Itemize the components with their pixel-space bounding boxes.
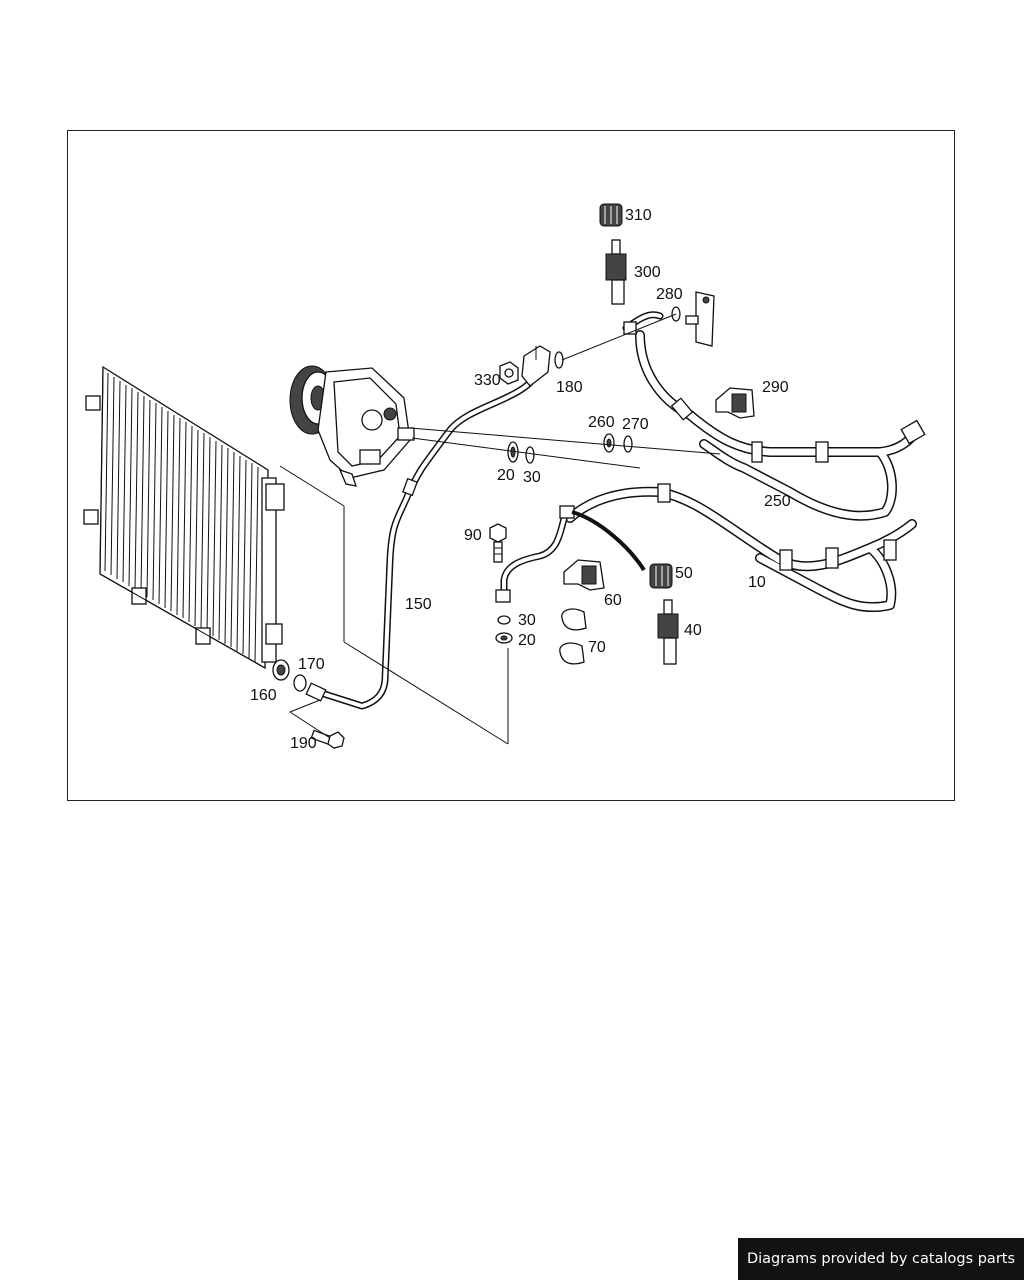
label-30-upper: 30 [523, 469, 541, 486]
label-290: 290 [762, 379, 789, 396]
label-310: 310 [625, 207, 652, 224]
part-190 [310, 729, 345, 749]
footer-credit-badge: Diagrams provided by catalogs parts [738, 1238, 1024, 1280]
label-330: 330 [474, 372, 501, 389]
part-180 [554, 351, 564, 369]
label-190: 190 [290, 735, 317, 752]
part-160-170 [272, 659, 307, 692]
label-60: 60 [604, 592, 622, 609]
condenser-fins [104, 372, 259, 663]
pipe-150 [305, 345, 551, 710]
part-290 [715, 387, 755, 419]
label-260: 260 [588, 414, 615, 431]
label-20-lower: 20 [518, 632, 536, 649]
pipe-250 [622, 311, 926, 521]
label-250: 250 [764, 493, 791, 510]
label-40: 40 [684, 622, 702, 639]
label-280: 280 [656, 286, 683, 303]
part-70 [559, 608, 587, 665]
label-300: 300 [634, 264, 661, 281]
part-260-270 [603, 433, 633, 453]
part-90 [489, 523, 507, 563]
label-50: 50 [675, 565, 693, 582]
label-170: 170 [298, 656, 325, 673]
label-10: 10 [748, 574, 766, 591]
label-180: 180 [556, 379, 583, 396]
part-60 [563, 559, 605, 591]
part-310 [599, 203, 623, 227]
diagram-frame [67, 130, 955, 801]
part-300 [605, 239, 627, 305]
pipe-10 [565, 483, 917, 613]
label-30-lower: 30 [518, 612, 536, 629]
part-50 [649, 563, 673, 589]
part-30-20-lower [495, 615, 513, 644]
part-330 [499, 361, 519, 385]
part-labels: 310 300 280 290 330 180 260 270 20 30 25… [250, 207, 791, 752]
label-90: 90 [464, 527, 482, 544]
label-150: 150 [405, 596, 432, 613]
label-270: 270 [622, 416, 649, 433]
part-40 [657, 599, 679, 665]
label-160: 160 [250, 687, 277, 704]
leader-lines [279, 313, 721, 745]
label-20-upper: 20 [497, 467, 515, 484]
pipe-short [495, 505, 646, 603]
label-70: 70 [588, 639, 606, 656]
part-280 [671, 291, 715, 347]
condenser [83, 365, 285, 670]
compressor [289, 365, 415, 487]
